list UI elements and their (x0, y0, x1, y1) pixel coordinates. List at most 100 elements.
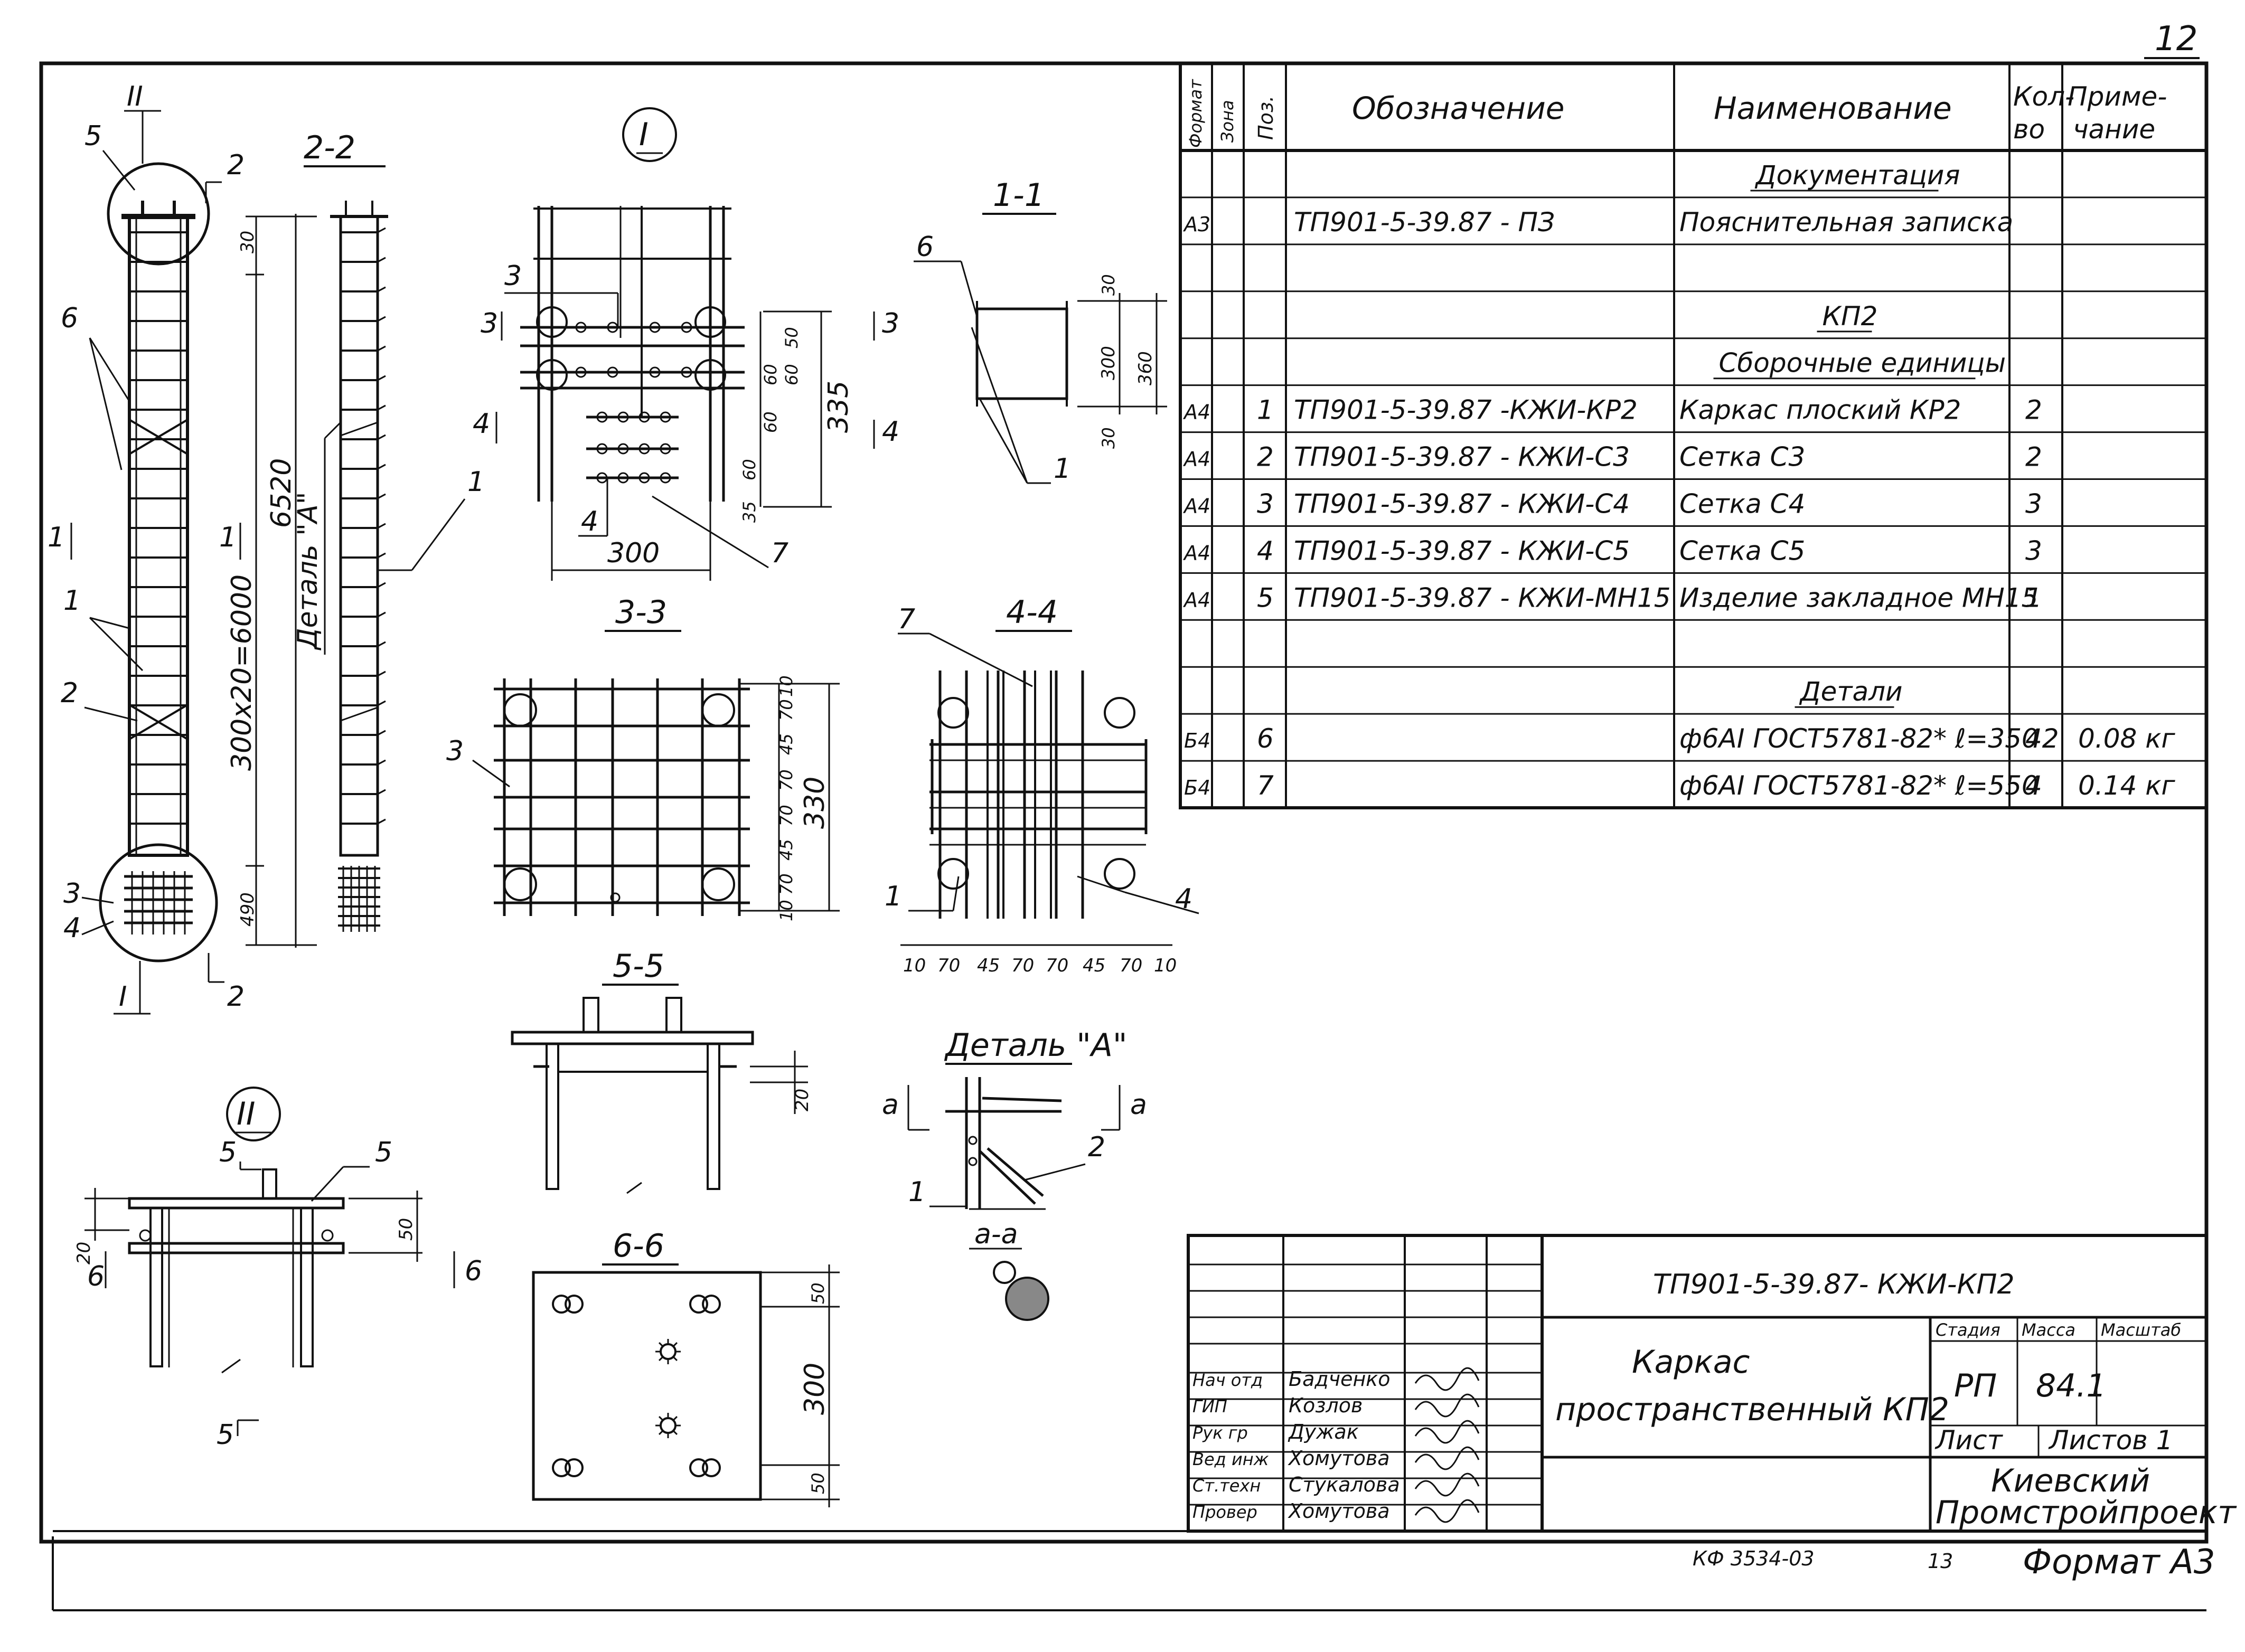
signer-role: Вед инж (1192, 1449, 1269, 1469)
signer-name: Козлов (1289, 1394, 1363, 1417)
dim-sec33-330: 330 (799, 777, 831, 829)
mark-3: 3 (63, 878, 81, 910)
mark-4: 4 (63, 912, 81, 944)
dim-sec11-300: 300 (1098, 346, 1119, 380)
dim-viewI-300: 300 (607, 537, 660, 569)
mark-6-sec11: 6 (916, 231, 934, 263)
signature (1414, 1446, 1480, 1470)
section-6-6-view: 6-6 50 300 50 (532, 1228, 840, 1507)
mark-2-detailA: 2 (1088, 1131, 1105, 1163)
section-1-1-title: 1-1 (993, 177, 1045, 214)
detail-a-view: Деталь "А" а-а а а 1 2 (882, 1027, 1147, 1321)
section-1-1-view: 1-1 30 300 360 30 6 1 (914, 177, 1167, 485)
cell-name: Изделие закладное МН15 (1679, 582, 2038, 613)
mark-1-detailA: 1 (908, 1176, 926, 1208)
title-line2: пространственный КП2 (1555, 1391, 1949, 1428)
cell-format: А4 (1182, 495, 1210, 518)
cell-pos: 3 (1257, 489, 1274, 520)
cut-6-left: 6 (87, 1261, 105, 1292)
signer-role: Провер (1192, 1502, 1257, 1522)
header-zone: Зона (1217, 100, 1237, 143)
cell-name: Сетка С4 (1679, 489, 1805, 520)
dim-viewI-60a: 60 (782, 364, 802, 385)
view-I-label: I (639, 116, 649, 153)
cell-name: Сетка С5 (1679, 535, 1805, 566)
cell-pos: 5 (1257, 582, 1274, 613)
mark-3-viewI: 3 (504, 260, 522, 292)
cell-qty: 2 (2025, 395, 2042, 426)
cut-5-top: 5 (219, 1137, 237, 1168)
cell-name: Детали (1799, 676, 1903, 707)
section-cut-1-right: 1 (219, 522, 237, 553)
cell-note: 0.14 кг (2078, 770, 2175, 801)
cell-name: Сетка С3 (1679, 442, 1805, 473)
cell-designation: ТП901-5-39.87 - КЖИ-С3 (1294, 442, 1630, 473)
doc-code: ТП901-5-39.87- КЖИ-КП2 (1653, 1269, 2015, 1300)
cell-pos: 1 (1257, 395, 1274, 426)
dim-sec11-30-bottom: 30 (1098, 427, 1119, 449)
header-note-line2: чание (2073, 114, 2155, 145)
cell-designation: ТП901-5-39.87 - ПЗ (1294, 207, 1555, 238)
cut-a-left: а (882, 1089, 899, 1121)
dim-viewI-335: 335 (823, 381, 854, 433)
header-qty-line1: Кол- (2013, 81, 2074, 112)
dim-sec33-3: 70 (776, 769, 796, 791)
mark-2-bottom: 2 (227, 981, 245, 1013)
section-3-3-title: 3-3 (615, 594, 667, 631)
cell-name: КП2 (1823, 301, 1878, 332)
cell-note: 0.08 кг (2078, 723, 2175, 754)
section-a-a-title: а-а (974, 1219, 1018, 1250)
bar-section-circle (1005, 1277, 1049, 1321)
mark-7-viewI: 7 (771, 537, 788, 569)
mark-I: I (119, 981, 127, 1013)
signature (1414, 1367, 1480, 1391)
header-name: Наименование (1714, 90, 1952, 126)
dim-viewI-50: 50 (782, 327, 802, 348)
detail-view-II: II 20 50 5 5 5 6 6 (73, 1087, 482, 1451)
signature (1414, 1472, 1480, 1497)
mark-2-top: 2 (227, 149, 245, 181)
cell-pos: 6 (1257, 723, 1274, 754)
signer-name: Хомутова (1288, 1447, 1390, 1470)
dim-sec66-300: 300 (799, 1363, 831, 1415)
mark-7-sec44: 7 (898, 603, 915, 635)
sheet-number: 13 (1928, 1550, 1953, 1573)
dim-viewI-60c: 60 (760, 411, 781, 433)
cell-name: Пояснительная записка (1679, 207, 2013, 238)
header-designation: Обозначение (1352, 90, 1564, 126)
cell-qty: 1 (2025, 582, 2042, 613)
scale-label: Масштаб (2101, 1320, 2181, 1340)
dim-sec44-6: 70 (1120, 955, 1142, 976)
cell-pos: 4 (1257, 535, 1274, 566)
header-pos: Поз. (1254, 96, 1278, 140)
signer-name: Бадченко (1289, 1367, 1391, 1391)
cell-designation: ТП901-5-39.87 - КЖИ-МН15 (1294, 582, 1671, 613)
view-II-label: II (237, 1096, 255, 1132)
cell-designation: ТП901-5-39.87 -КЖИ-КР2 (1294, 395, 1638, 426)
mark-5-viewII: 5 (375, 1137, 392, 1168)
cell-format: Б4 (1184, 729, 1210, 752)
signer-role: Ст.техн (1192, 1476, 1261, 1496)
dim-sec33-1: 70 (776, 699, 796, 721)
dim-sec11-360: 360 (1135, 351, 1156, 385)
cell-format: А4 (1182, 401, 1210, 424)
cell-qty: 42 (2025, 723, 2059, 754)
mark-5: 5 (84, 120, 102, 152)
cell-pos: 7 (1257, 770, 1274, 801)
section-2-2-view: 2-2 Деталь "А" 1 (292, 129, 485, 932)
cut-a-right: а (1130, 1089, 1147, 1121)
signer-name: Хомутова (1288, 1499, 1390, 1523)
mark-6: 6 (61, 303, 78, 334)
dim-sec55-20: 20 (792, 1089, 813, 1111)
dim-viewI-60d: 60 (739, 459, 759, 480)
cell-format: А4 (1182, 541, 1210, 564)
cell-qty: 2 (2025, 442, 2042, 473)
cell-designation: ТП901-5-39.87 - КЖИ-С5 (1294, 535, 1630, 566)
sheet-frame (39, 61, 2209, 1611)
signer-role: ГИП (1192, 1396, 1227, 1417)
cell-name: ф6АI ГОСТ5781-82* ℓ=350 (1679, 723, 2039, 754)
page-number: 12 (2155, 20, 2197, 59)
dim-sec33-4: 70 (776, 805, 796, 826)
cell-designation: ТП901-5-39.87 - КЖИ-С4 (1294, 489, 1630, 520)
